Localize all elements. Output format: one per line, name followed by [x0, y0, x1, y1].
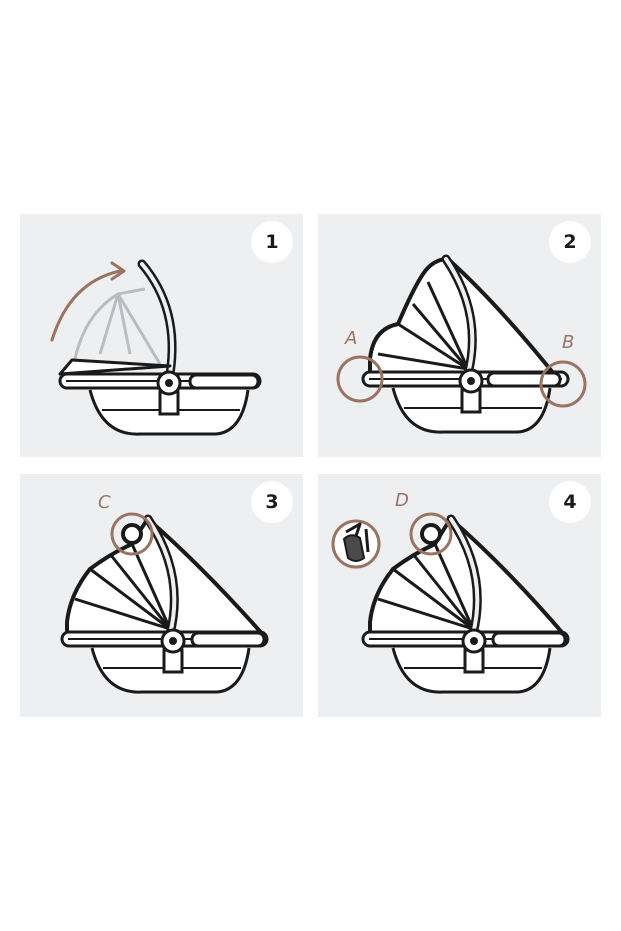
- callout-c-circle: [110, 512, 154, 556]
- step-number: 2: [563, 231, 577, 253]
- step-number-badge: 4: [549, 481, 591, 523]
- callout-d-label: D: [395, 490, 409, 511]
- clip-press-icon: [342, 534, 366, 562]
- step-1-illustration: [50, 259, 262, 436]
- step-2-panel: A B 2: [318, 214, 601, 457]
- step-4-illustration: D: [331, 490, 570, 694]
- step-1-panel: 1: [20, 214, 303, 457]
- callout-a-circle: [336, 355, 384, 403]
- step-number: 4: [563, 491, 577, 513]
- step-number: 1: [265, 231, 279, 253]
- callout-b-label: B: [562, 332, 574, 353]
- callout-d-circle: [409, 512, 453, 556]
- callout-c-label: C: [98, 492, 111, 513]
- step-3-illustration: C: [60, 492, 269, 694]
- step-number-badge: 1: [251, 221, 293, 263]
- step-number-badge: 2: [549, 221, 591, 263]
- step-number: 3: [265, 491, 279, 513]
- callout-a-label: A: [344, 328, 357, 349]
- step-number-badge: 3: [251, 481, 293, 523]
- step-3-panel: C 3: [20, 474, 303, 717]
- step-2-illustration: A B: [336, 254, 587, 434]
- arrow-head-icon: [110, 261, 126, 281]
- lift-arrow-icon: [50, 269, 122, 342]
- ghost-canopy: [73, 287, 162, 365]
- callout-b-circle: [539, 360, 587, 408]
- step-4-panel: D 4: [318, 474, 601, 717]
